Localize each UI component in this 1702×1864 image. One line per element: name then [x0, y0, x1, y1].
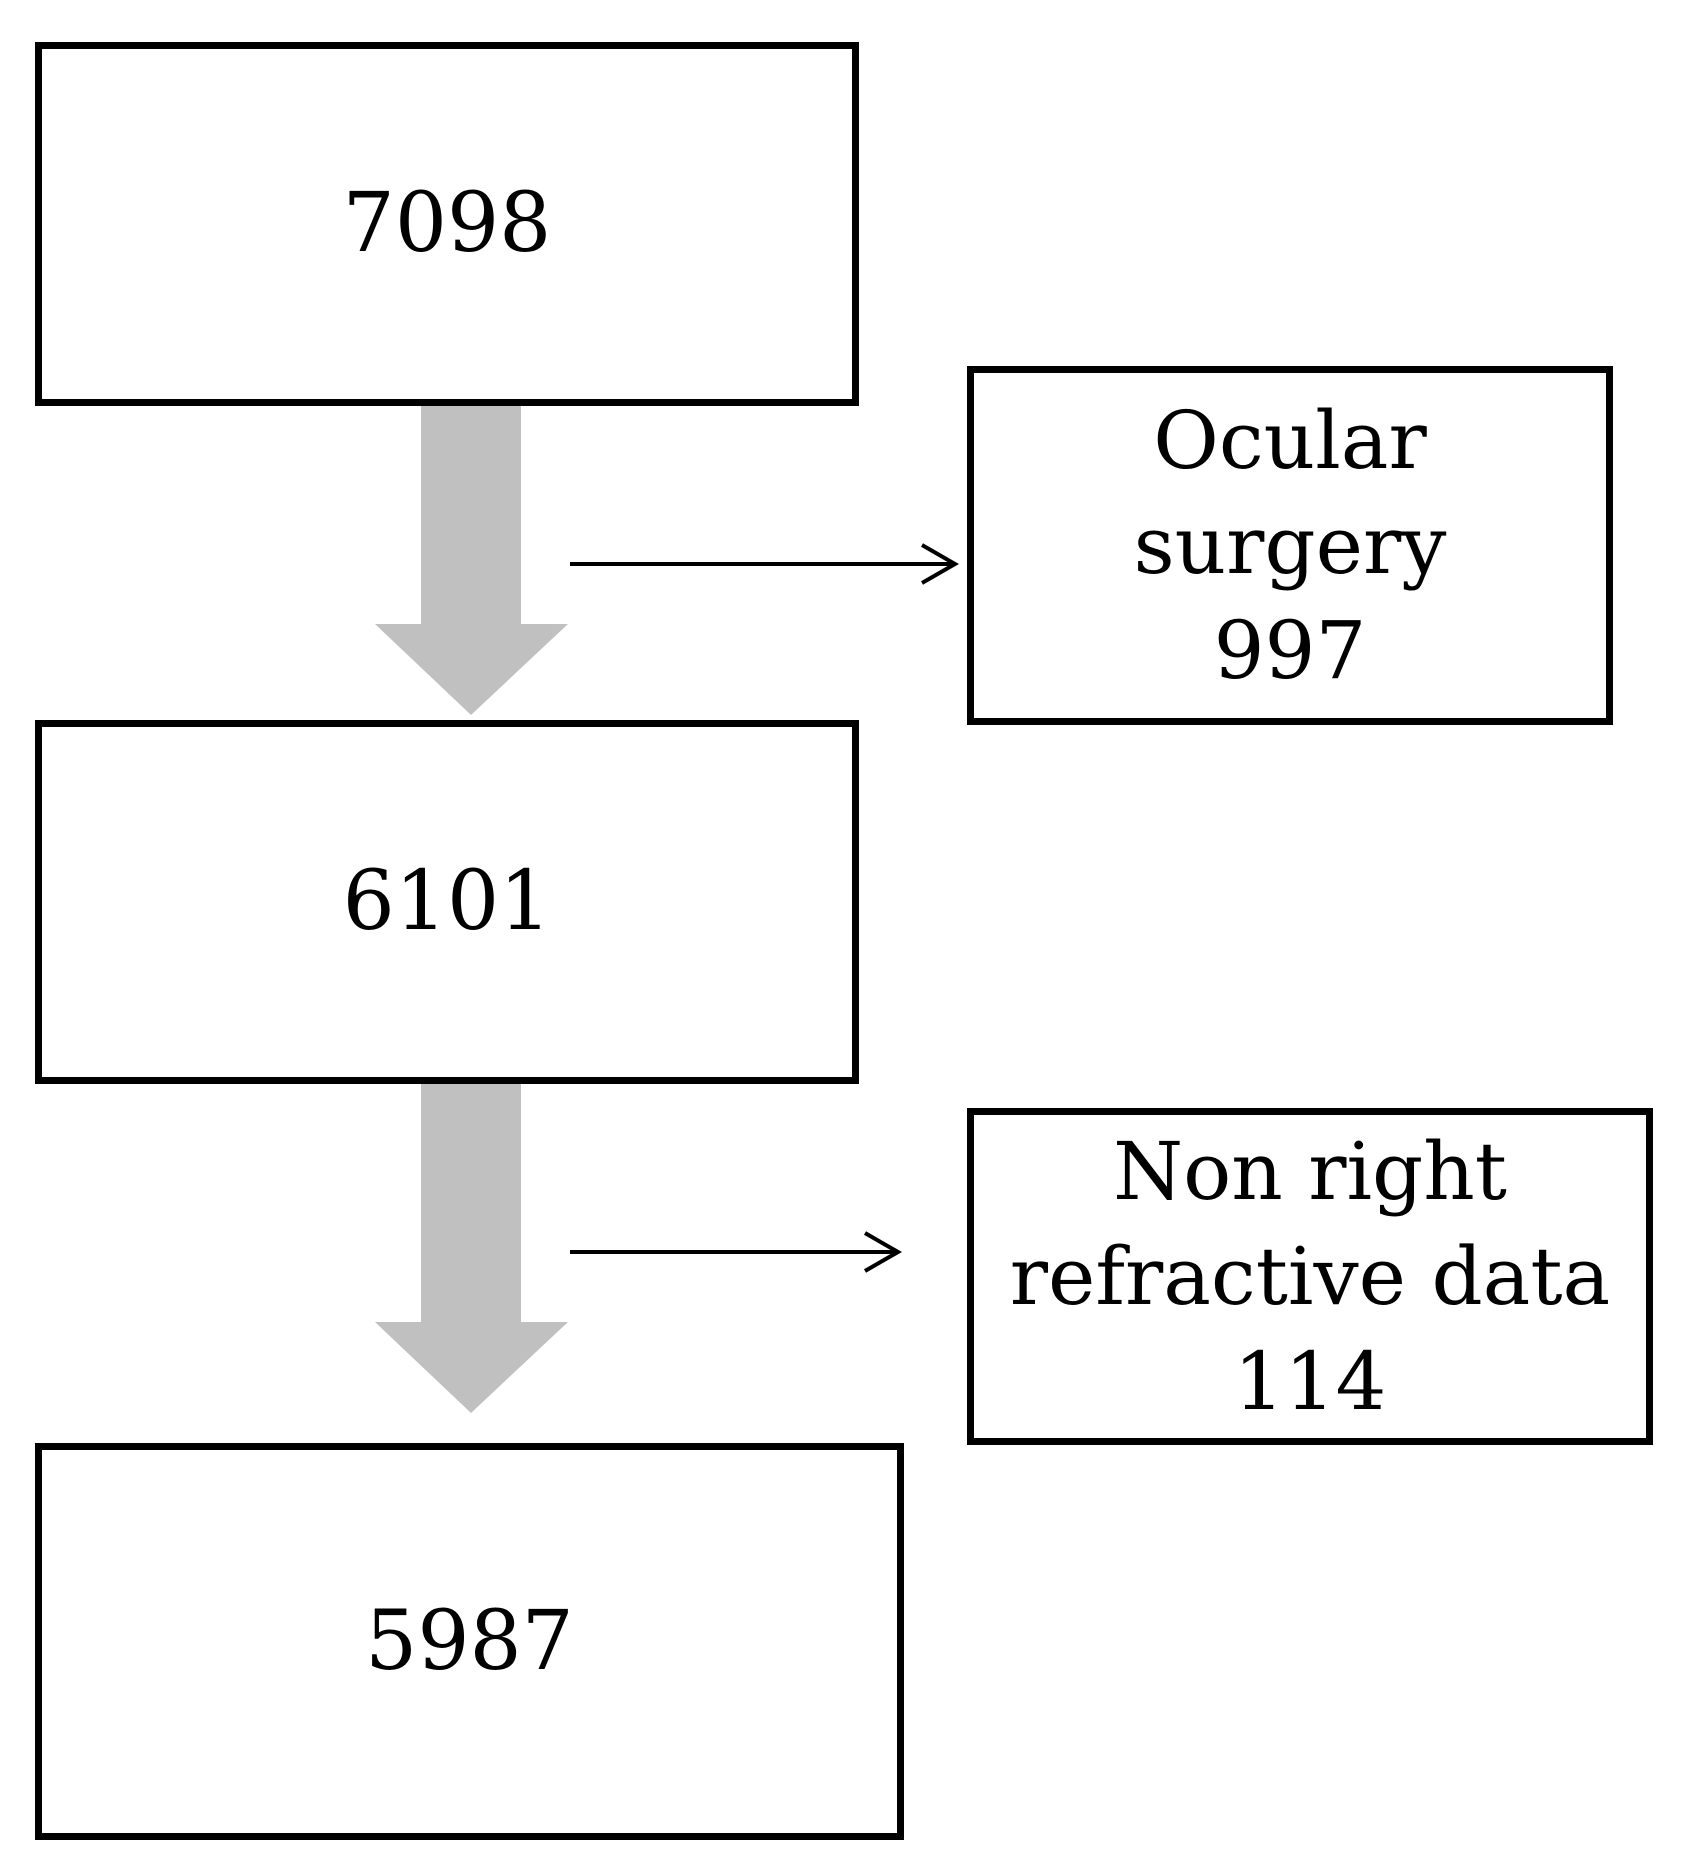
exclusion-box-non-right-refractive: Non right refractive data 114	[967, 1108, 1653, 1445]
step-box-initial: 7098	[35, 42, 859, 406]
exclusion-label-line-2: surgery	[1133, 499, 1447, 592]
exclusion-label-line-1: Non right	[1113, 1125, 1507, 1218]
step-count-after-surgery-exclusion: 6101	[342, 854, 552, 949]
down-arrow-1	[375, 406, 568, 715]
exclusion-label-line-2: refractive data	[1009, 1230, 1611, 1323]
step-count-final: 5987	[365, 1593, 574, 1689]
exclusion-count: 114	[1233, 1335, 1387, 1428]
exclusion-arrow-1	[570, 543, 960, 585]
exclusion-label-line-1: Ocular	[1153, 394, 1427, 487]
step-box-final: 5987	[35, 1443, 904, 1840]
step-count-initial: 7098	[342, 176, 552, 271]
exclusion-arrow-2	[570, 1231, 903, 1273]
exclusion-box-ocular-surgery: Ocular surgery 997	[967, 366, 1613, 725]
down-arrow-2	[375, 1084, 568, 1413]
step-box-after-surgery-exclusion: 6101	[35, 720, 859, 1084]
exclusion-count: 997	[1213, 604, 1367, 697]
